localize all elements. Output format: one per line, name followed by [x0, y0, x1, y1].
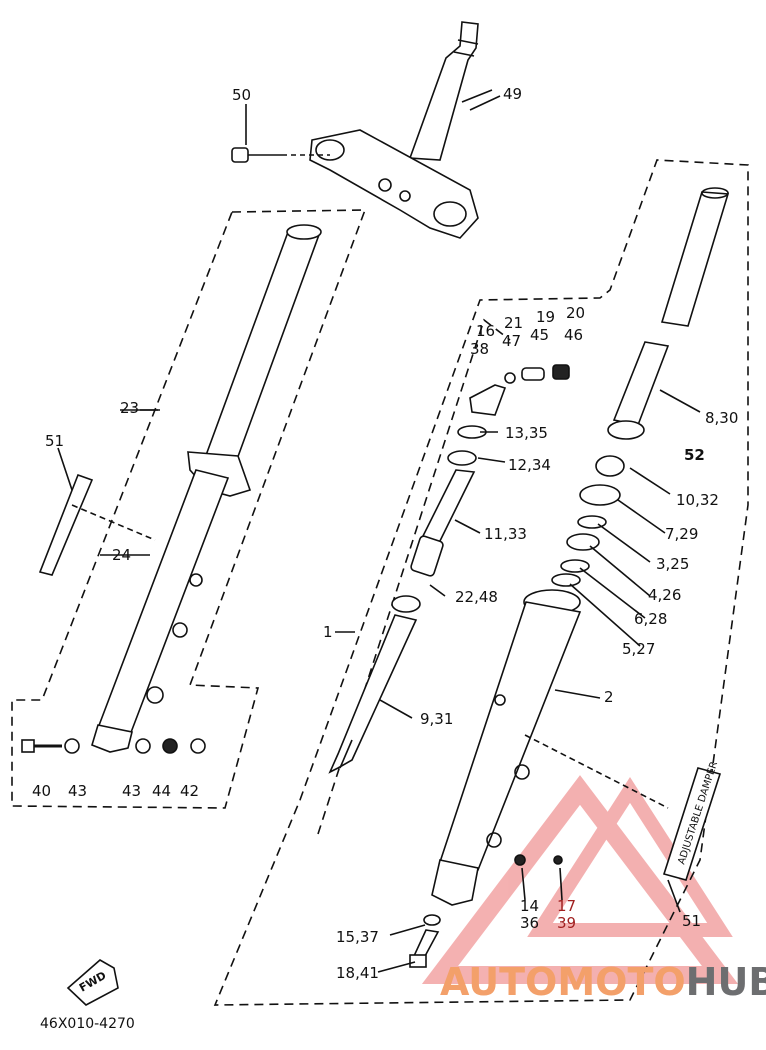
watermark-text: AUTOMOTOHUB [440, 960, 766, 1004]
label-12-34: 12,34 [508, 456, 551, 474]
label-51-left: 51 [45, 432, 65, 450]
inner-fork-parts [328, 364, 570, 774]
label-51-right: 51 [682, 912, 702, 930]
label-4-26: 4,26 [648, 586, 682, 604]
label-52: 52 [684, 446, 705, 464]
left-fork-assembly [21, 224, 322, 754]
label-38: 38 [470, 340, 490, 358]
label-16: 16 [476, 322, 496, 340]
label-8-30: 8,30 [705, 409, 739, 427]
right-fork-boundary [213, 159, 749, 1006]
label-21: 21 [504, 314, 524, 332]
left-fork-boundary [11, 209, 367, 809]
right-inner-tube [551, 187, 730, 587]
label-2: 2 [604, 688, 614, 706]
label-45: 45 [530, 326, 550, 344]
adjustable-damper-sticker [662, 767, 722, 881]
label-3-25: 3,25 [656, 555, 690, 573]
label-15-37: 15,37 [336, 928, 379, 946]
label-46: 46 [564, 326, 584, 344]
label-13-35: 13,35 [505, 424, 548, 442]
steering-stem [309, 21, 501, 239]
label-19: 19 [536, 308, 556, 326]
label-10-32: 10,32 [676, 491, 719, 509]
fwd-arrow-icon [66, 959, 119, 1006]
label-5-27: 5,27 [622, 640, 656, 658]
bolt-50 [231, 104, 330, 163]
label-22-48: 22,48 [455, 588, 498, 606]
label-17-39: 17 39 [557, 897, 577, 932]
drawing-code: 46X010-4270 [40, 1016, 135, 1032]
label-50: 50 [232, 86, 252, 104]
label-42: 42 [180, 782, 200, 800]
label-11-33: 11,33 [484, 525, 527, 543]
watermark-part-a: AUTOMOTO [440, 960, 686, 1004]
label-24: 24 [112, 546, 132, 564]
label-49: 49 [503, 85, 523, 103]
label-40: 40 [32, 782, 52, 800]
right-outer-tube [431, 589, 582, 906]
label-6-28: 6,28 [634, 610, 668, 628]
label-47: 47 [502, 332, 522, 350]
label-23: 23 [120, 399, 140, 417]
label-7-29: 7,29 [665, 525, 699, 543]
watermark-part-b: HUB [685, 960, 766, 1004]
label-9-31: 9,31 [420, 710, 454, 728]
label-18-41: 18,41 [336, 964, 379, 982]
label-43-b: 43 [122, 782, 142, 800]
label-20: 20 [566, 304, 586, 322]
label-14-36: 14 36 [520, 897, 540, 932]
label-43-a: 43 [68, 782, 88, 800]
label-1: 1 [323, 623, 333, 641]
label-44: 44 [152, 782, 172, 800]
